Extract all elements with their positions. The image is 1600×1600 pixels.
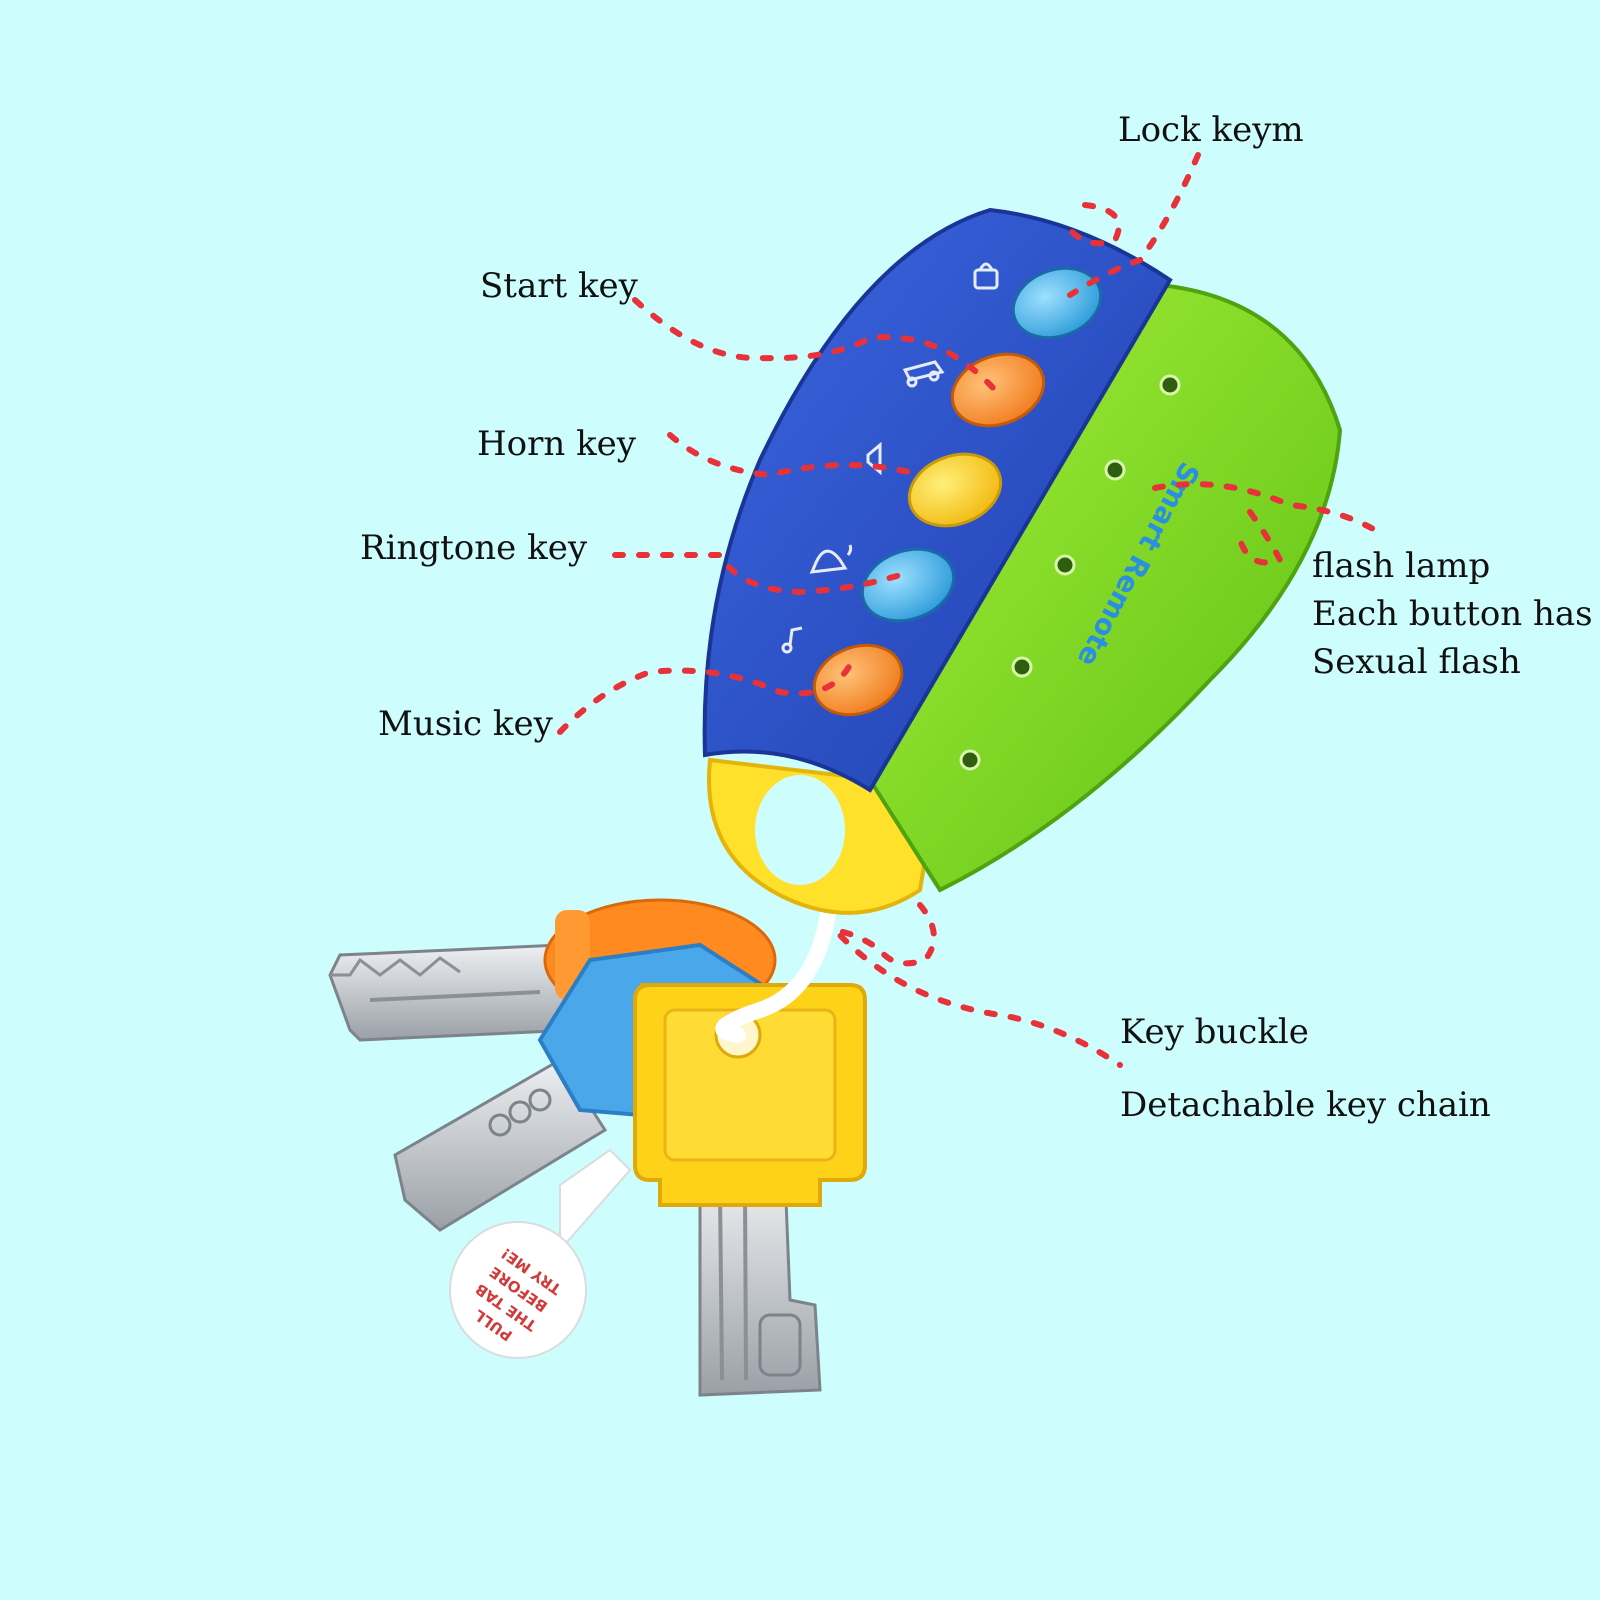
flash-lamp-dot [1011,656,1033,678]
leader-buckle [826,902,1123,1068]
leader-music [557,662,853,735]
lock-button[interactable] [1003,257,1110,350]
label-start-key: Start key [480,266,638,306]
ringtone-button[interactable] [852,537,964,633]
flash-lamp-dot [1104,459,1126,481]
leader-ringtone [612,552,903,596]
leader-lines [557,152,1378,1068]
music-note-icon [781,626,803,654]
label-detachable-key-chain: Detachable key chain [1120,1085,1491,1125]
remote-buttons [804,257,1110,727]
bell-icon [809,544,853,574]
label-key-buckle: Key buckle [1120,1012,1309,1052]
lock-icon [973,262,999,290]
car-icon [902,360,945,388]
leader-lock [1067,152,1201,298]
pull-tab: PULL THE TAB BEFORE TRY ME! [449,1148,632,1359]
horn-button[interactable] [899,442,1011,538]
label-ringtone-key: Ringtone key [360,528,588,568]
leader-horn [667,432,923,479]
flash-lamp-dot [1054,554,1076,576]
silver-key-middle [393,1057,608,1232]
flash-lamp-dot [959,749,981,771]
label-flash-lamp-line2: Each button has [1312,594,1593,634]
label-music-key: Music key [378,704,553,744]
label-flash-lamp: flash lamp Each button has Sexual flash [1312,542,1593,686]
flash-lamp-dot [1159,374,1181,396]
label-flash-lamp-line3: Sexual flash [1312,642,1521,682]
leader-flash-loop [1237,509,1285,566]
label-horn-key: Horn key [477,424,637,464]
label-lock-key: Lock keym [1118,110,1304,150]
leader-start [632,297,998,393]
leader-flash [1152,481,1378,533]
leader-lock-loop [1067,202,1122,247]
music-button[interactable] [804,634,911,727]
horn-icon [866,441,882,476]
silver-key-bottom [698,1173,822,1397]
label-flash-lamp-line1: flash lamp [1312,546,1491,586]
flash-lamps [959,374,1181,771]
button-icons [781,262,999,654]
silver-key-left [328,943,577,1042]
